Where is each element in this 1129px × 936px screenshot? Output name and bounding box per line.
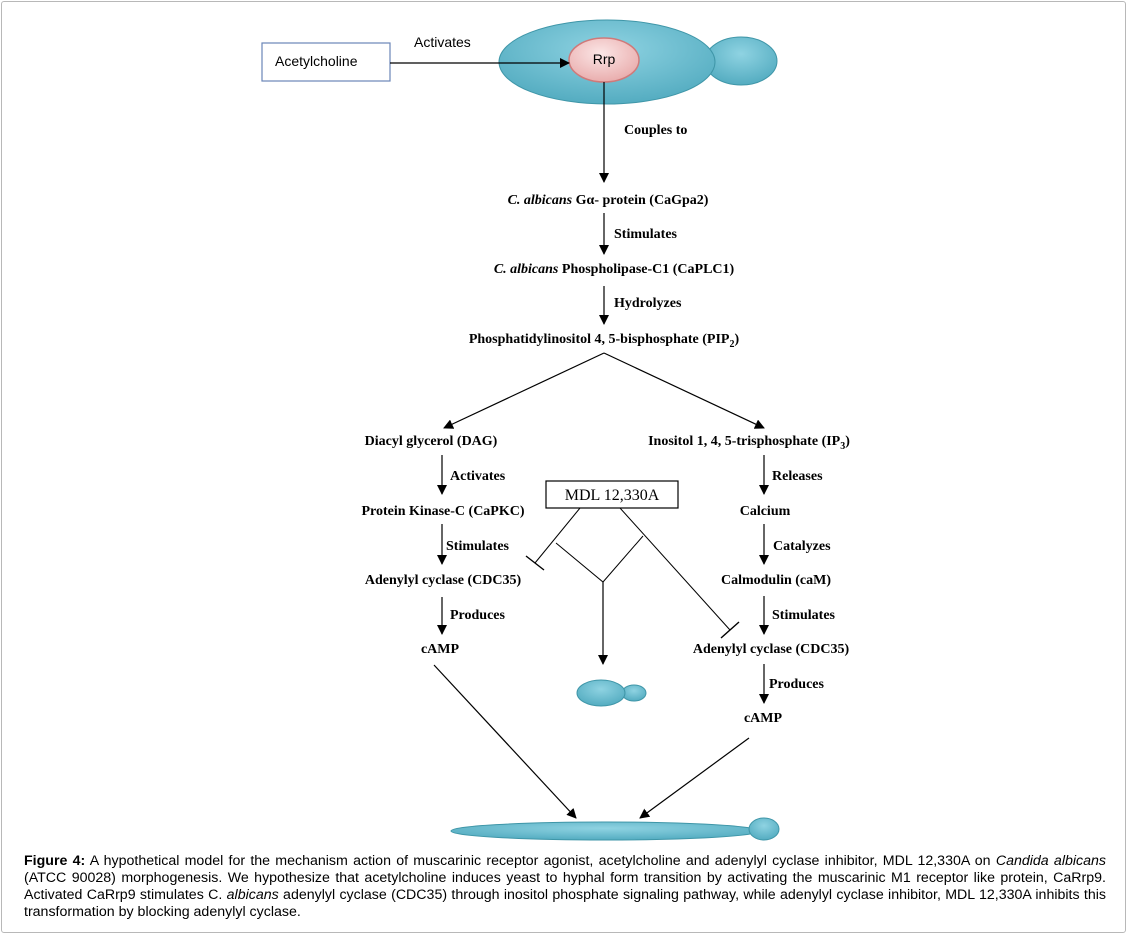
pkc-node: Protein Kinase-C (CaPKC) xyxy=(361,504,524,519)
caption-label: Figure 4: xyxy=(24,853,86,869)
inhibit-bar-left xyxy=(525,555,545,571)
dag-node: Diacyl glycerol (DAG) xyxy=(365,434,498,449)
left-stimulates-label: Stimulates xyxy=(446,539,510,554)
plc-italic: C. albicans xyxy=(494,262,559,277)
caption-part3: adenylyl cyclase (CDC35) through inosito… xyxy=(24,887,1106,920)
releases-label: Releases xyxy=(772,469,823,484)
galpha-node: C. albicans Gα- protein (CaGpa2) xyxy=(508,193,709,208)
pip2-end: ) xyxy=(734,332,739,347)
galpha-rest: Gα- protein (CaGpa2) xyxy=(572,193,709,208)
yeast-cell-small xyxy=(576,679,647,707)
catalyzes-label: Catalyzes xyxy=(773,539,831,554)
figure-caption: Figure 4: A hypothetical model for the m… xyxy=(24,853,1106,921)
calcium-node: Calcium xyxy=(740,504,791,519)
hyphal-cell xyxy=(450,817,780,841)
inhibitor-label: MDL 12,330A xyxy=(565,487,660,504)
ip3-node: Inositol 1, 4, 5-trisphosphate (IP3) xyxy=(648,434,850,452)
acetylcholine-node: Acetylcholine xyxy=(261,42,391,82)
inhibit-line-right xyxy=(619,507,731,631)
converge-lines xyxy=(555,535,644,583)
pip2-main: Phosphatidylinositol 4, 5-bisphosphate (… xyxy=(469,332,730,347)
hydrolyzes-label: Hydrolyzes xyxy=(614,296,682,311)
right-produces-label: Produces xyxy=(769,677,825,692)
pip2-sub: 2 xyxy=(729,339,734,350)
caption-italic2: albicans xyxy=(226,887,279,903)
ip3-main: Inositol 1, 4, 5-trisphosphate (IP xyxy=(648,434,841,449)
right-adenylyl-node: Adenylyl cyclase (CDC35) xyxy=(693,642,850,657)
acetylcholine-label: Acetylcholine xyxy=(275,53,358,69)
left-to-hypha-arrow xyxy=(433,664,577,819)
activates-top-label: Activates xyxy=(414,34,471,50)
right-camp-node: cAMP xyxy=(744,711,783,726)
ip3-end: ) xyxy=(845,434,850,449)
galpha-italic: C. albicans xyxy=(508,193,573,208)
left-branch: Diacyl glycerol (DAG) Activates Protein … xyxy=(361,434,524,657)
caption-part1: A hypothetical model for the mechanism a… xyxy=(85,853,996,869)
inhibit-line-left xyxy=(534,507,581,564)
receptor-rrp: Rrp xyxy=(568,37,640,83)
right-branch: Inositol 1, 4, 5-trisphosphate (IP3) Rel… xyxy=(648,434,850,726)
rrp-label: Rrp xyxy=(593,51,616,67)
left-produces-label: Produces xyxy=(450,608,506,623)
inhibit-bar-right xyxy=(720,621,740,639)
pip2-node: Phosphatidylinositol 4, 5-bisphosphate (… xyxy=(469,332,740,350)
left-activates-label: Activates xyxy=(450,469,506,484)
branch-arrow-left xyxy=(443,352,605,429)
left-adenylyl-node: Adenylyl cyclase (CDC35) xyxy=(365,573,522,588)
right-stimulates-label: Stimulates xyxy=(772,608,836,623)
caption-italic1: Candida albicans xyxy=(995,853,1106,869)
branch-arrow-right xyxy=(603,352,765,429)
stimulates-label-1: Stimulates xyxy=(614,227,678,242)
calmodulin-node: Calmodulin (caM) xyxy=(721,573,831,588)
couples-to-label: Couples to xyxy=(624,123,687,138)
right-to-hypha-arrow xyxy=(639,737,750,819)
plc-node: C. albicans Phospholipase-C1 (CaPLC1) xyxy=(494,262,735,277)
inhibitor-node: MDL 12,330A xyxy=(545,480,679,509)
plc-rest: Phospholipase-C1 (CaPLC1) xyxy=(558,262,734,277)
caption-part2: (ATCC 90028) morphogenesis. We hypothesi… xyxy=(24,870,1106,903)
left-camp-node: cAMP xyxy=(421,642,460,657)
ip3-sub: 3 xyxy=(840,441,845,452)
